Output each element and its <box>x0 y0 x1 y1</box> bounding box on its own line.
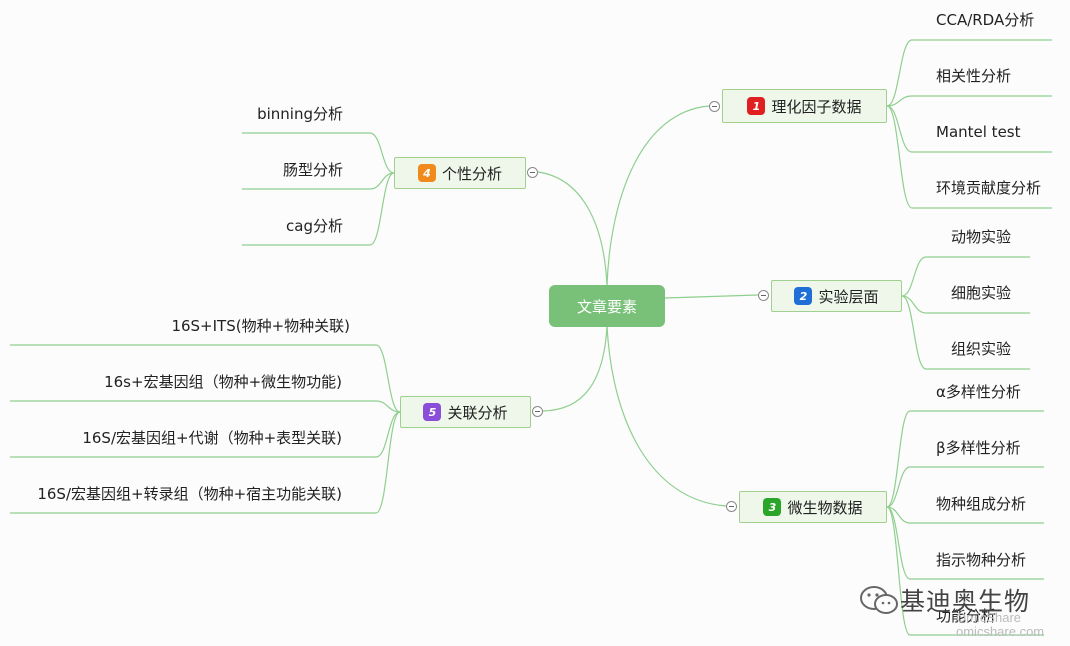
badge-3-icon: 3 <box>763 498 782 516</box>
leaf-item[interactable]: 组织实验 <box>951 340 1012 358</box>
watermark: 基迪奥生物 <box>858 582 1030 618</box>
connector-b3-leaf-2 <box>886 466 1044 508</box>
connector-b1-leaf-2 <box>886 95 1052 107</box>
watermark-subtitle: OmicShare omicshare.com <box>956 611 1044 639</box>
leaf-item[interactable]: 肠型分析 <box>282 161 343 179</box>
collapse-toggle-4-icon[interactable] <box>527 167 538 178</box>
connector-b1-leaf-3 <box>886 105 1052 153</box>
leaf-item[interactable]: α多样性分析 <box>936 383 1021 401</box>
leaf-item[interactable]: 环境贡献度分析 <box>936 179 1042 197</box>
leaf-item[interactable]: 物种组成分析 <box>936 495 1027 513</box>
leaf-item[interactable]: 16S+ITS(物种+物种关联) <box>171 317 350 335</box>
leaf-item[interactable]: binning分析 <box>257 105 343 123</box>
branch-label-3: 微生物数据 <box>787 498 863 517</box>
leaf-item[interactable]: 细胞实验 <box>951 284 1012 302</box>
watermark-text: 基迪奥生物 <box>900 587 1031 616</box>
leaf-item[interactable]: 动物实验 <box>951 228 1012 246</box>
branch-label-2: 实验层面 <box>818 287 879 306</box>
leaf-item[interactable]: 相关性分析 <box>936 67 1012 85</box>
badge-2-icon: 2 <box>794 287 813 305</box>
badge-4-icon: 4 <box>417 164 436 182</box>
root-node[interactable]: 文章要素 <box>549 285 665 327</box>
connector-b1-leaf-4 <box>886 105 1052 209</box>
leaf-item[interactable]: 指示物种分析 <box>936 551 1027 569</box>
badge-1-icon: 1 <box>747 97 766 115</box>
connector-b1-leaf-1 <box>886 39 1052 107</box>
connector-root-branch-5 <box>542 325 608 412</box>
connector-b2-leaf-1 <box>901 256 1030 297</box>
connector-root-branch-2 <box>664 294 759 299</box>
watermark-sub1: OmicShare <box>956 610 1022 625</box>
leaf-item[interactable]: CCA/RDA分析 <box>936 11 1035 29</box>
branch-node-3[interactable]: 3 微生物数据 <box>739 491 887 523</box>
wechat-icon <box>860 586 898 614</box>
leaf-item[interactable]: cag分析 <box>286 217 343 235</box>
connector-b3-leaf-5 <box>886 506 1044 636</box>
watermark-sub2: omicshare.com <box>956 624 1045 639</box>
collapse-toggle-3-icon[interactable] <box>726 501 737 512</box>
connector-b5-leaf-1 <box>10 344 401 413</box>
branch-node-4[interactable]: 4 个性分析 <box>394 157 526 189</box>
branch-node-5[interactable]: 5 关联分析 <box>400 396 531 428</box>
connector-b4-leaf-3 <box>242 172 395 246</box>
connector-b5-leaf-4 <box>10 411 401 514</box>
connector-b3-leaf-3 <box>886 506 1044 524</box>
connector-b4-leaf-2 <box>242 172 395 190</box>
leaf-item[interactable]: β多样性分析 <box>936 439 1021 457</box>
collapse-toggle-1-icon[interactable] <box>709 101 720 112</box>
branch-label-4: 个性分析 <box>441 164 502 183</box>
branch-label-5: 关联分析 <box>447 403 508 422</box>
connector-root-branch-3 <box>606 325 727 507</box>
connector-b3-leaf-4 <box>886 506 1044 580</box>
branch-label-1: 理化因子数据 <box>771 97 862 116</box>
connector-b4-leaf-1 <box>242 132 395 174</box>
leaf-item[interactable]: Mantel test <box>936 123 1021 141</box>
connector-b5-leaf-2 <box>10 400 401 413</box>
leaf-item[interactable]: 16s+宏基因组（物种+微生物功能) <box>104 373 342 391</box>
connector-root-branch-1 <box>606 105 710 287</box>
leaf-item[interactable]: 16S/宏基因组+转录组（物种+宿主功能关联) <box>37 485 342 503</box>
connector-b2-leaf-3 <box>901 295 1030 370</box>
connector-b5-leaf-3 <box>10 411 401 458</box>
branch-node-2[interactable]: 2 实验层面 <box>771 280 902 312</box>
collapse-toggle-5-icon[interactable] <box>532 406 543 417</box>
leaf-item[interactable]: 16S/宏基因组+代谢（物种+表型关联) <box>82 429 342 447</box>
root-label: 文章要素 <box>576 297 637 316</box>
connector-root-branch-4 <box>537 171 608 287</box>
collapse-toggle-2-icon[interactable] <box>758 290 769 301</box>
connector-b3-leaf-1 <box>886 410 1044 508</box>
badge-5-icon: 5 <box>423 403 442 421</box>
leaf-item[interactable]: 功能分析 <box>936 607 997 625</box>
connector-b2-leaf-2 <box>901 295 1030 314</box>
branch-node-1[interactable]: 1 理化因子数据 <box>722 89 887 123</box>
